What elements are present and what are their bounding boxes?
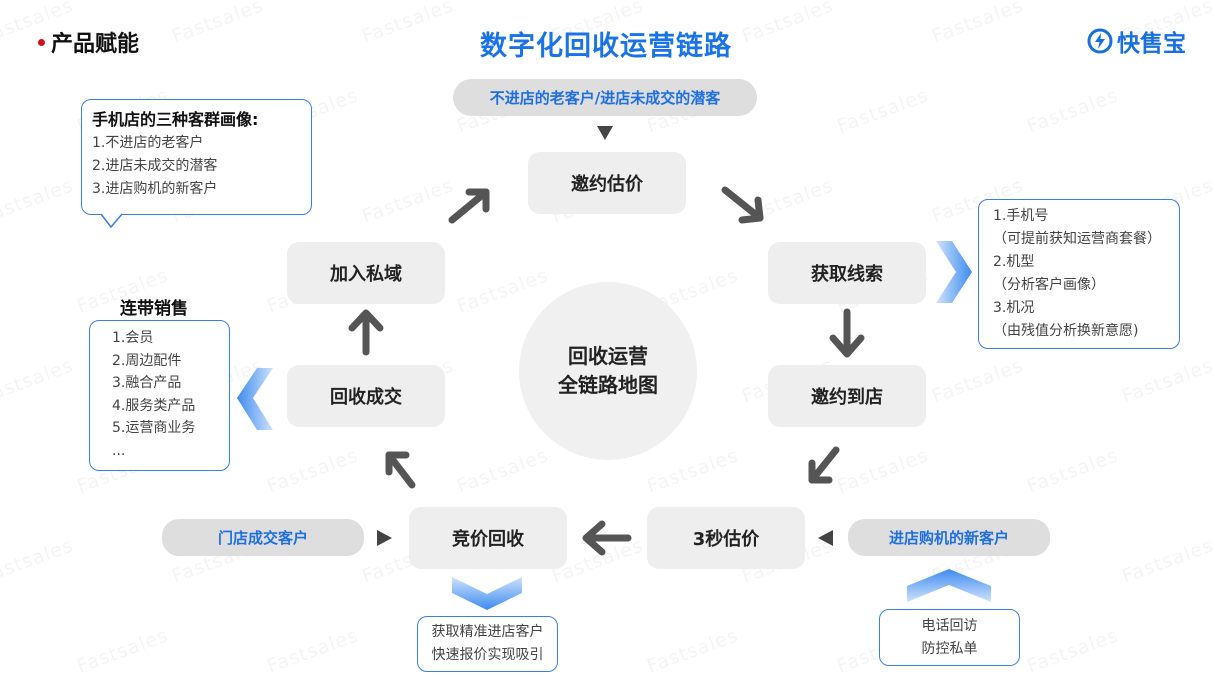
brand-name: 快售宝: [1117, 31, 1186, 57]
right-pill: 进店购机的新客户: [848, 519, 1050, 556]
left-pill: 门店成交客户: [162, 519, 364, 556]
arrow-left-icon: [582, 520, 632, 556]
triangle-left-icon: [818, 530, 833, 546]
callback-info-box: 电话回访 防控私单: [879, 609, 1020, 666]
joint-sales-item: 4.服务类产品: [112, 397, 196, 414]
arrow-down-left-icon: [808, 446, 840, 484]
arrow-down-right-icon: [721, 186, 764, 224]
joint-sales-item: 5.运营商业务: [112, 420, 196, 436]
joint-sales-box: 1.会员 2.周边配件 3.融合产品 4.服务类产品 5.运营商业务 ...: [89, 320, 230, 471]
arrow-up-left-icon: [385, 451, 416, 489]
leads-note: （分析客户画像）: [993, 277, 1105, 293]
bid-info-line: 快速报价实现吸引: [431, 647, 544, 663]
persona-callout: 手机店的三种客群画像: 1.不进店的老客户 2.进店未成交的潜客 3.进店购机的…: [81, 99, 312, 215]
chevron-up-icon: [907, 569, 991, 602]
center-line-2: 全链路地图: [558, 373, 658, 397]
chevron-right-icon: [936, 241, 972, 303]
chevron-left-icon: [237, 368, 273, 430]
node-bid-recycle: 竞价回收: [409, 507, 567, 569]
arrow-up-right-icon: [448, 188, 490, 224]
joint-sales-item: 1.会员: [112, 330, 154, 346]
chevron-down-icon: [452, 577, 522, 610]
triangle-down-icon: [597, 126, 613, 140]
joint-sales-item: 2.周边配件: [112, 352, 182, 369]
node-quick-quote: 3秒估价: [647, 507, 805, 569]
lightning-logo-icon: [1087, 28, 1113, 54]
callout-tail: [100, 213, 123, 229]
leads-item: 3.机况: [993, 300, 1035, 316]
bullet-dot-icon: [38, 38, 45, 46]
node-private-domain: 加入私域: [287, 242, 445, 304]
persona-title: 手机店的三种客群画像:: [92, 110, 259, 129]
bid-info-box: 获取精准进店客户 快速报价实现吸引: [417, 616, 558, 672]
callback-info-line: 防控私单: [921, 641, 978, 657]
center-line-1: 回收运营: [568, 344, 648, 368]
node-deal: 回收成交: [287, 365, 445, 427]
persona-item: 3.进店购机的新客户: [92, 181, 218, 197]
leads-note: （由残值分析换新意愿): [993, 323, 1139, 339]
arrow-up-icon: [348, 309, 384, 356]
joint-sales-title: 连带销售: [120, 299, 188, 319]
node-get-leads: 获取线索: [768, 242, 926, 304]
callback-info-line: 电话回访: [921, 618, 978, 634]
joint-sales-item: ...: [112, 442, 126, 459]
persona-item: 2.进店未成交的潜客: [92, 158, 218, 174]
section-label: 产品赋能: [38, 26, 139, 58]
node-invite-quote: 邀约估价: [528, 152, 686, 214]
bid-info-line: 获取精准进店客户: [431, 624, 544, 640]
node-invite-store: 邀约到店: [768, 365, 926, 427]
leads-note: （可提前获知运营商套餐）: [993, 231, 1161, 247]
persona-item: 1.不进店的老客户: [92, 135, 204, 151]
brand-logo: 快售宝: [1087, 24, 1186, 58]
leads-item: 2.机型: [993, 254, 1035, 270]
arrow-down-icon: [829, 308, 865, 358]
joint-sales-item: 3.融合产品: [112, 375, 182, 391]
top-pill: 不进店的老客户/进店未成交的潜客: [453, 79, 757, 116]
section-label-text: 产品赋能: [51, 32, 140, 57]
leads-info-box: 1.手机号 （可提前获知运营商套餐） 2.机型 （分析客户画像） 3.机况 （由…: [978, 199, 1180, 349]
center-circle: 回收运营 全链路地图: [519, 282, 697, 460]
triangle-right-icon: [377, 530, 392, 546]
leads-item: 1.手机号: [993, 208, 1049, 224]
page-title: 数字化回收运营链路: [480, 31, 732, 62]
